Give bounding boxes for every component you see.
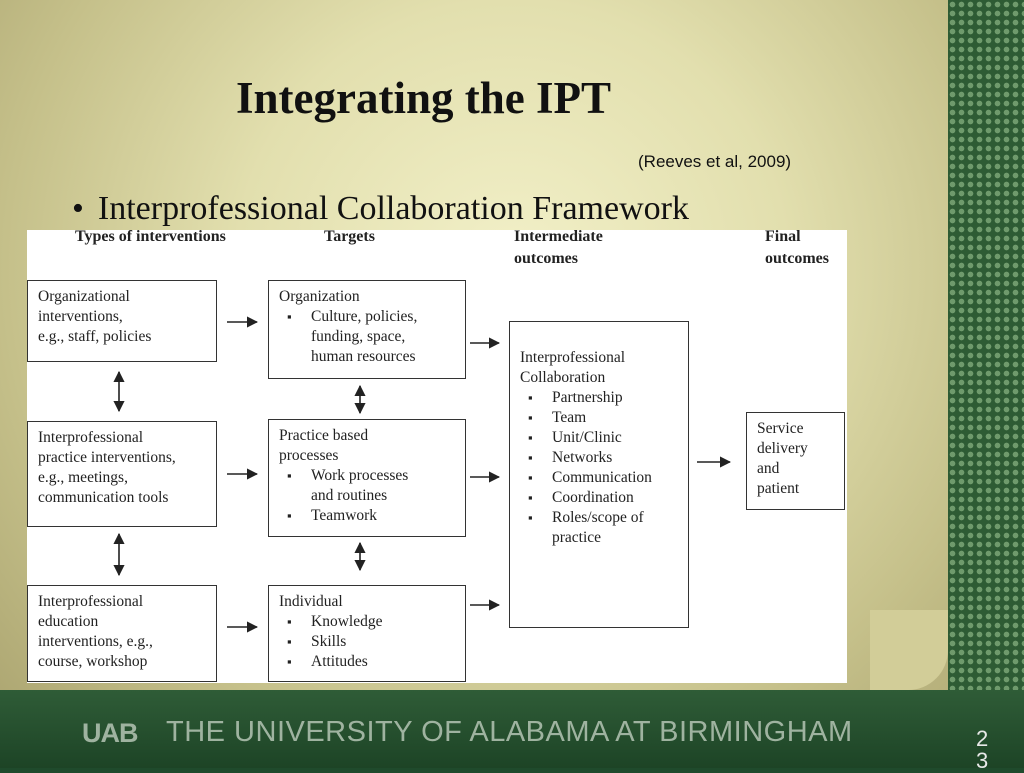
box-line: Service [757, 420, 804, 437]
slide-title: Integrating the IPT [236, 73, 611, 123]
list-item: Networks [528, 448, 678, 468]
box-line: interventions, [38, 308, 123, 325]
box-organizational-interventions: Organizational interventions, e.g., staf… [27, 280, 217, 362]
header-intermediate-outcomes: Intermediate outcomes [514, 226, 603, 270]
list-item: Coordination [528, 488, 678, 508]
list-item: Teamwork [287, 506, 455, 526]
collab-list: Partnership Team Unit/Clinic Networks Co… [520, 388, 678, 548]
box-line: Organizational [38, 288, 130, 305]
diagram-arrows [113, 316, 732, 633]
collab-title-line1: Interprofessional [520, 349, 626, 366]
list-item: Knowledge [287, 612, 455, 632]
box-practice-interventions: Interprofessional practice interventions… [27, 421, 217, 527]
list-item-continued: and routines [311, 487, 388, 504]
box-line: Interprofessional [38, 429, 144, 446]
page-number: 23 [976, 726, 989, 773]
list-item: Unit/Clinic [528, 428, 678, 448]
uab-logo-text: UAB [82, 719, 138, 745]
list-item: Team [528, 408, 678, 428]
list-item: Communication [528, 468, 678, 488]
box-target-practice-processes: Practice based processes Work processes … [268, 419, 466, 537]
box-education-interventions: Interprofessional education intervention… [27, 585, 217, 682]
target-list: Culture, policies, funding, space, human… [279, 307, 455, 367]
box-line: delivery [757, 440, 808, 457]
uab-logo: UAB [82, 719, 139, 745]
target-list: Work processes and routines Teamwork [279, 466, 455, 526]
header-final-line2: outcomes [765, 250, 829, 267]
box-service-delivery-patient: Service delivery and patient [746, 412, 845, 510]
decorative-dotted-strip [948, 0, 1024, 768]
box-target-individual: Individual Knowledge Skills Attitudes [268, 585, 466, 682]
list-item: Partnership [528, 388, 678, 408]
header-intermediate-line2: outcomes [514, 250, 578, 267]
bullet-text: Interprofessional Collaboration Framewor… [97, 190, 689, 227]
target-title-line2: processes [279, 447, 339, 464]
box-line: e.g., meetings, [38, 469, 128, 486]
list-item: Work processes [287, 466, 455, 486]
list-item: Culture, policies, [287, 307, 455, 327]
target-title: Individual [279, 593, 343, 610]
box-line: patient [757, 480, 800, 497]
header-intermediate-line1: Intermediate [514, 228, 603, 245]
box-interprofessional-collaboration: Interprofessional Collaboration Partners… [509, 321, 689, 628]
list-item: Skills [287, 632, 455, 652]
header-final-outcomes: Final outcomes [765, 226, 829, 270]
target-list: Knowledge Skills Attitudes [279, 612, 455, 672]
bullet-symbol: • [72, 190, 84, 227]
box-line: communication tools [38, 489, 169, 506]
header-types-of-interventions: Types of interventions [75, 228, 226, 245]
ipc-framework-diagram: Types of interventions Targets Intermedi… [27, 228, 847, 683]
institution-name: THE UNIVERSITY OF ALABAMA AT BIRMINGHAM [166, 716, 853, 748]
box-line: interventions, e.g., [38, 633, 153, 650]
collab-title-line2: Collaboration [520, 369, 606, 386]
box-line: education [38, 613, 99, 630]
box-line: course, workshop [38, 653, 148, 670]
target-title-line1: Practice based [279, 427, 369, 444]
footer-band [0, 690, 1024, 768]
box-line: practice interventions, [38, 449, 176, 466]
list-item-continued: funding, space, [311, 328, 406, 345]
target-title: Organization [279, 288, 360, 305]
bullet-item: • Interprofessional Collaboration Framewo… [72, 190, 689, 228]
box-target-organization: Organization Culture, policies, funding,… [268, 280, 466, 379]
box-line: and [757, 460, 780, 477]
list-item: Roles/scope of practice [528, 508, 672, 548]
box-line: Interprofessional [38, 593, 144, 610]
header-targets: Targets [324, 228, 375, 245]
list-item-continued: human resources [311, 348, 416, 365]
header-final-line1: Final [765, 228, 801, 245]
decorative-corner [870, 610, 948, 690]
box-line: e.g., staff, policies [38, 328, 152, 345]
list-item: Attitudes [287, 652, 455, 672]
citation: (Reeves et al, 2009) [638, 152, 792, 171]
